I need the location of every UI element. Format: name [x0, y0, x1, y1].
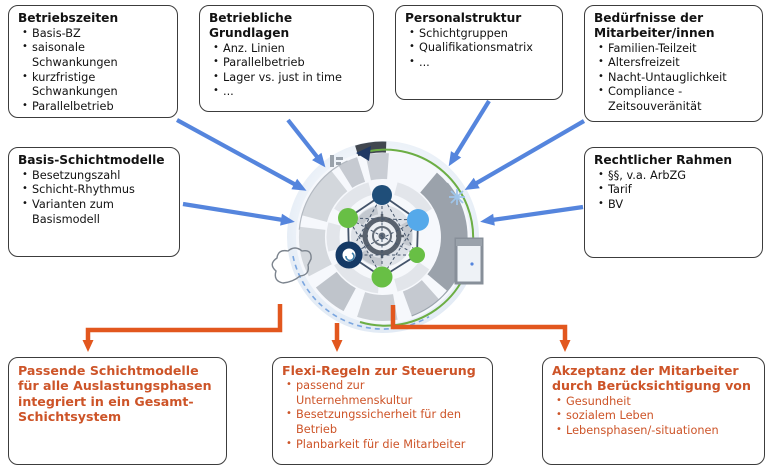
box-list: Gesundheit sozialem Leben Lebensphasen/-…	[552, 395, 756, 439]
shift-system-wheel-graphic	[271, 141, 484, 333]
box-title: Flexi-Regeln zur Steuerung	[282, 363, 476, 378]
node-blue	[407, 209, 429, 231]
flag-glyph	[330, 155, 343, 167]
input-box-betriebszeiten: Betriebszeiten Basis-BZ saisonale Schwan…	[8, 5, 178, 118]
list-item: Gesundheit	[555, 395, 756, 410]
box-title: Akzeptanz der Mitarbeiter durch Berücksi…	[552, 363, 751, 394]
sparkle-icon	[449, 189, 465, 205]
list-item: Schichtgruppen	[408, 27, 554, 42]
list-item: §§, v.a. ArbZG	[597, 169, 754, 184]
box-list: passend zur Unternehmenskultur Besetzung…	[282, 379, 484, 452]
list-item: Varianten zum Basismodell	[21, 198, 171, 227]
wheel-top-segment	[355, 141, 387, 157]
output-arrows	[82, 304, 571, 352]
input-box-personalstruktur: Personalstruktur Schichtgruppen Qualifik…	[395, 5, 563, 100]
box-title: Basis-Schichtmodelle	[18, 153, 165, 167]
list-item: Parallelbetrieb	[21, 100, 169, 115]
box-title: Passende Schichtmodelle für alle Auslast…	[18, 363, 212, 425]
box-title: Betriebliche Grundlagen	[209, 11, 293, 40]
node-ring-badge	[335, 241, 363, 269]
list-item: Altersfreizeit	[597, 56, 754, 71]
blue-arrow-beduerfnisse	[464, 119, 586, 191]
list-item: Basis-BZ	[21, 27, 169, 42]
list-item: sozialem Leben	[555, 409, 756, 424]
box-title: Rechtlicher Rahmen	[594, 153, 733, 167]
list-item: Schicht-Rhythmus	[21, 183, 171, 198]
node-green-bottom	[371, 266, 393, 288]
blue-arrow-schichtmodelle	[182, 201, 295, 226]
list-item: Familien-Teilzeit	[597, 42, 754, 57]
box-list: Basis-BZ saisonale Schwankungen kurzfris…	[18, 27, 169, 114]
output-box-akzeptanz: Akzeptanz der Mitarbeiter durch Berücksi…	[542, 357, 765, 465]
box-list: Anz. Linien Parallelbetrieb Lager vs. ju…	[209, 42, 365, 100]
input-box-betriebliche-grundlagen: Betriebliche Grundlagen Anz. Linien Para…	[199, 5, 374, 112]
input-box-basis-schichtmodelle: Basis-Schichtmodelle Besetzungszahl Schi…	[8, 147, 180, 257]
hexagon-network	[335, 185, 429, 288]
cloud-outline-icon	[271, 247, 312, 284]
list-item: BV	[597, 198, 754, 213]
cycle-arrowhead-icon	[356, 146, 371, 161]
node-green-left	[338, 208, 358, 228]
blue-arrow-personalstruktur	[448, 99, 491, 167]
box-list: Besetzungszahl Schicht-Rhythmus Variante…	[18, 169, 171, 227]
box-list: Schichtgruppen Qualifikationsmatrix ...	[405, 27, 554, 71]
box-list: §§, v.a. ArbZG Tarif BV	[594, 169, 754, 213]
list-item: Lebensphasen/-situationen	[555, 424, 756, 439]
blue-arrow-grundlagen	[286, 118, 326, 168]
node-navy	[372, 185, 392, 205]
box-title: Personalstruktur	[405, 11, 522, 25]
list-item: ...	[408, 56, 554, 71]
list-item: Parallelbetrieb	[212, 56, 365, 71]
list-item: Anz. Linien	[212, 42, 365, 57]
list-item: Qualifikationsmatrix	[408, 41, 554, 56]
output-box-schichtsystem: Passende Schichtmodelle für alle Auslast…	[8, 357, 227, 465]
list-item: Besetzungssicherheit für den Betrieb	[285, 408, 484, 437]
list-item: Nacht-Untauglichkeit	[597, 71, 754, 86]
list-item: Besetzungszahl	[21, 169, 171, 184]
input-box-rechtlicher-rahmen: Rechtlicher Rahmen §§, v.a. ArbZG Tarif …	[584, 147, 763, 258]
blue-arrow-rechtlicher-rahmen	[480, 204, 584, 226]
input-box-beduerfnisse: Bedürfnisse der Mitarbeiter/innen Famili…	[584, 5, 763, 122]
blue-arrow-betriebszeiten	[175, 118, 307, 191]
orange-arrow-right	[390, 305, 571, 352]
list-item: Lager vs. just in time	[212, 71, 365, 86]
input-arrows	[175, 99, 586, 226]
box-title: Bedürfnisse der Mitarbeiter/innen	[594, 11, 715, 40]
list-item: Compliance - Zeitsouveränität	[597, 85, 754, 114]
orange-arrow-left	[82, 304, 283, 352]
node-green-small	[409, 247, 425, 263]
box-title: Betriebszeiten	[18, 11, 119, 25]
list-item: kurzfristige Schwankungen	[21, 71, 169, 100]
output-box-flexi-regeln: Flexi-Regeln zur Steuerung passend zur U…	[272, 357, 493, 465]
list-item: saisonale Schwankungen	[21, 41, 169, 70]
box-list: Familien-Teilzeit Altersfreizeit Nacht-U…	[594, 42, 754, 115]
list-item: Tarif	[597, 183, 754, 198]
panel-icon	[454, 237, 484, 285]
list-item: Planbarkeit für die Mitarbeiter	[285, 438, 484, 453]
list-item: ...	[212, 85, 365, 100]
list-item: passend zur Unternehmenskultur	[285, 379, 484, 408]
